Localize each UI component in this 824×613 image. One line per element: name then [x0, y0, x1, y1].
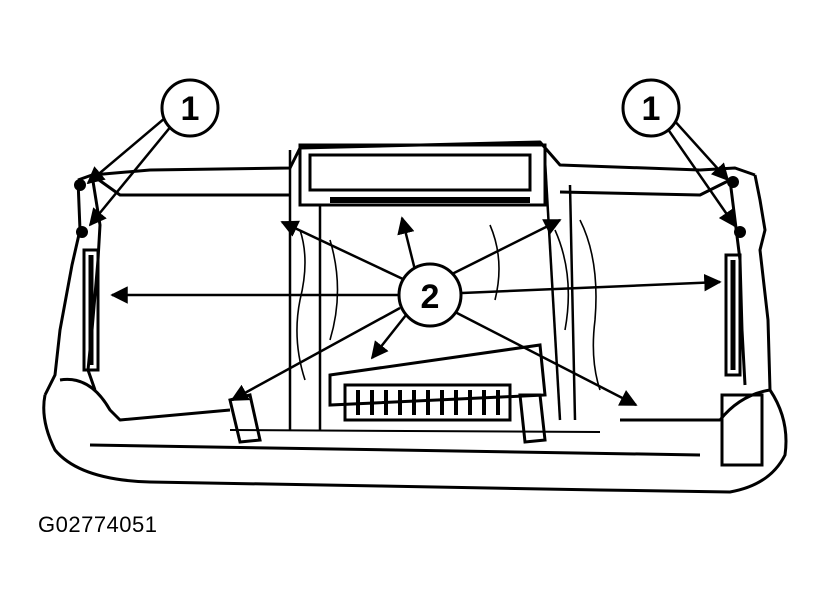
callout-2-center: 2 [397, 262, 463, 328]
callout-2-leaders [110, 216, 722, 407]
callout-1-left: 1 [160, 78, 220, 138]
lower-module [228, 343, 601, 444]
side-slots [82, 248, 764, 467]
inner-contours [296, 219, 601, 391]
figure-id-label: G02774051 [38, 512, 158, 537]
callout-1-left-number: 1 [181, 90, 200, 128]
callout-2-number: 2 [421, 278, 440, 316]
callout-1-leaders [86, 117, 737, 228]
callout-1-right: 1 [621, 78, 681, 138]
callout-1-right-number: 1 [642, 90, 661, 128]
fastener-points [74, 176, 746, 238]
